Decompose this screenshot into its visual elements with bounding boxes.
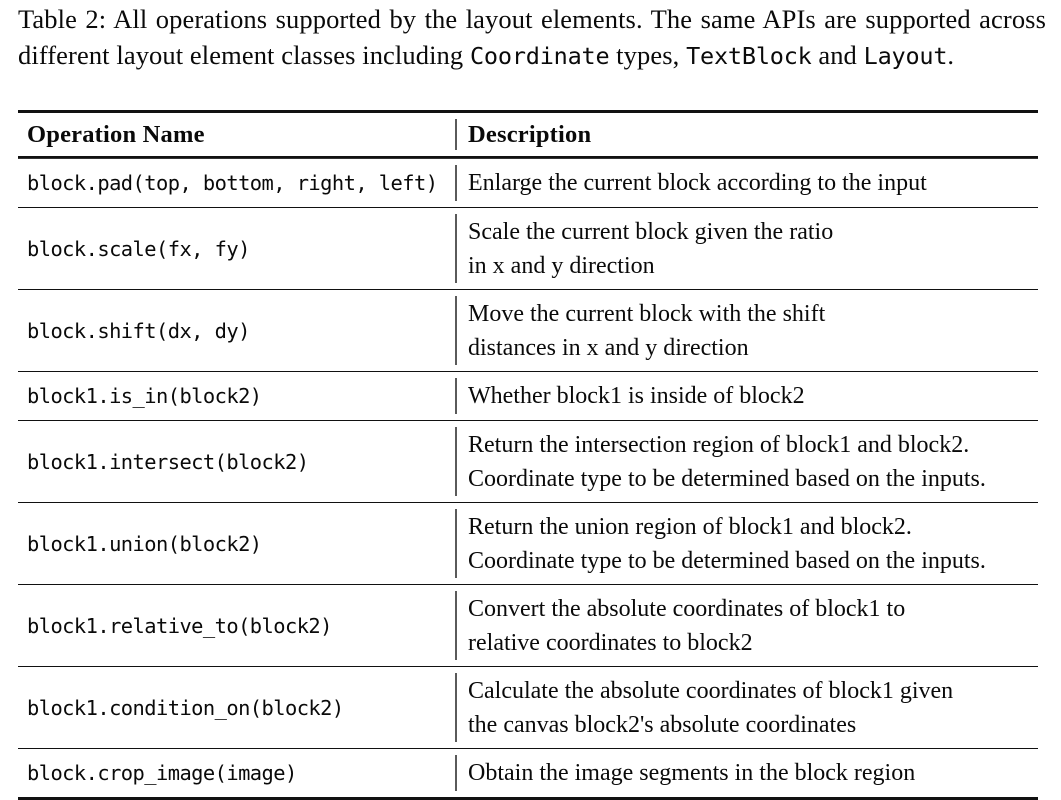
cell-operation-name: block.crop_image(image) (27, 761, 297, 785)
table-header-row: Operation Name Description (18, 113, 1038, 156)
cell-operation-name: block.shift(dx, dy) (27, 318, 250, 343)
table-row: block.crop_image(image) Obtain the image… (18, 749, 1038, 797)
table-row-rule (18, 748, 1038, 749)
cell-description: Scale the current block given the ratio … (457, 208, 1038, 289)
description-line: Coordinate type to be determined based o… (468, 465, 986, 492)
caption-mid-text-1: types, (609, 39, 687, 70)
description-line: Whether block1 is inside of block2 (468, 383, 805, 409)
table-row-rule (18, 666, 1038, 667)
description-line: Return the intersection region of block1… (468, 431, 970, 458)
header-cell-description: Description (457, 113, 1038, 156)
table-caption: Table 2: All operations supported by the… (18, 2, 1046, 74)
table-row-rule (18, 289, 1038, 290)
caption-suffix-text: . (947, 39, 955, 70)
cell-description: Convert the absolute coordinates of bloc… (457, 585, 1038, 666)
caption-code-coordinate: Coordinate (469, 41, 610, 70)
cell-description: Whether block1 is inside of block2 (457, 372, 1038, 420)
column-divider (455, 503, 457, 584)
table-top-rule (18, 110, 1038, 113)
cell-operation-name: block1.relative_to(block2) (27, 613, 332, 638)
caption-code-textblock: TextBlock (686, 41, 812, 70)
table-row-rule (18, 207, 1038, 208)
description-line: relative coordinates to block2 (468, 629, 753, 656)
column-divider (455, 749, 457, 797)
table-row-rule (18, 502, 1038, 503)
cell-operation-name: block1.union(block2) (27, 531, 262, 556)
description-line: Calculate the absolute coordinates of bl… (468, 677, 954, 704)
column-divider (455, 585, 457, 666)
column-divider (455, 667, 457, 748)
cell-operation-name: block1.is_in(block2) (27, 384, 262, 408)
cell-description: Return the intersection region of block1… (457, 421, 1038, 502)
column-divider (455, 159, 457, 207)
table-figure-page: Table 2: All operations supported by the… (18, 2, 1046, 800)
description-line: Obtain the image segments in the block r… (468, 760, 916, 786)
caption-mid-text-2: and (811, 39, 864, 70)
caption-prefix-text: Table 2: All operations supported by the… (18, 4, 1046, 70)
table-row: block.scale(fx, fy) Scale the current bl… (18, 208, 1038, 289)
description-line: the canvas block2's absolute coordinates (468, 711, 857, 738)
column-divider (455, 113, 457, 156)
cell-description: Move the current block with the shift di… (457, 290, 1038, 371)
column-divider (455, 421, 457, 502)
table-row-rule (18, 420, 1038, 421)
table-row: block.pad(top, bottom, right, left) Enla… (18, 159, 1038, 207)
caption-code-layout: Layout (863, 41, 948, 70)
description-line: Return the union region of block1 and bl… (468, 513, 912, 540)
table-row: block1.intersect(block2) Return the inte… (18, 421, 1038, 502)
description-line: in x and y direction (468, 252, 655, 279)
cell-description: Obtain the image segments in the block r… (457, 749, 1038, 797)
column-divider (455, 372, 457, 420)
header-cell-operation-name: Operation Name (27, 120, 205, 148)
header-description-label: Description (468, 121, 592, 148)
cell-description: Enlarge the current block according to t… (457, 159, 1038, 207)
table-header-rule (18, 156, 1038, 159)
table-row-rule (18, 371, 1038, 372)
description-line: Enlarge the current block according to t… (468, 170, 927, 196)
operations-table: Operation Name Description block.pad(top… (18, 110, 1038, 800)
cell-operation-name: block1.intersect(block2) (27, 449, 309, 474)
column-divider (455, 290, 457, 371)
description-line: Coordinate type to be determined based o… (468, 547, 986, 574)
description-line: Convert the absolute coordinates of bloc… (468, 595, 906, 622)
table-row: block1.is_in(block2) Whether block1 is i… (18, 372, 1038, 420)
description-line: Scale the current block given the ratio (468, 218, 834, 245)
table-row: block.shift(dx, dy) Move the current blo… (18, 290, 1038, 371)
cell-operation-name: block.pad(top, bottom, right, left) (27, 171, 438, 195)
table-row-rule (18, 584, 1038, 585)
column-divider (455, 208, 457, 289)
description-line: distances in x and y direction (468, 334, 749, 361)
table-row: block1.union(block2) Return the union re… (18, 503, 1038, 584)
table-row: block1.condition_on(block2) Calculate th… (18, 667, 1038, 748)
cell-description: Calculate the absolute coordinates of bl… (457, 667, 1038, 748)
table-row: block1.relative_to(block2) Convert the a… (18, 585, 1038, 666)
description-line: Move the current block with the shift (468, 300, 826, 327)
cell-description: Return the union region of block1 and bl… (457, 503, 1038, 584)
cell-operation-name: block.scale(fx, fy) (27, 236, 250, 261)
cell-operation-name: block1.condition_on(block2) (27, 695, 344, 720)
